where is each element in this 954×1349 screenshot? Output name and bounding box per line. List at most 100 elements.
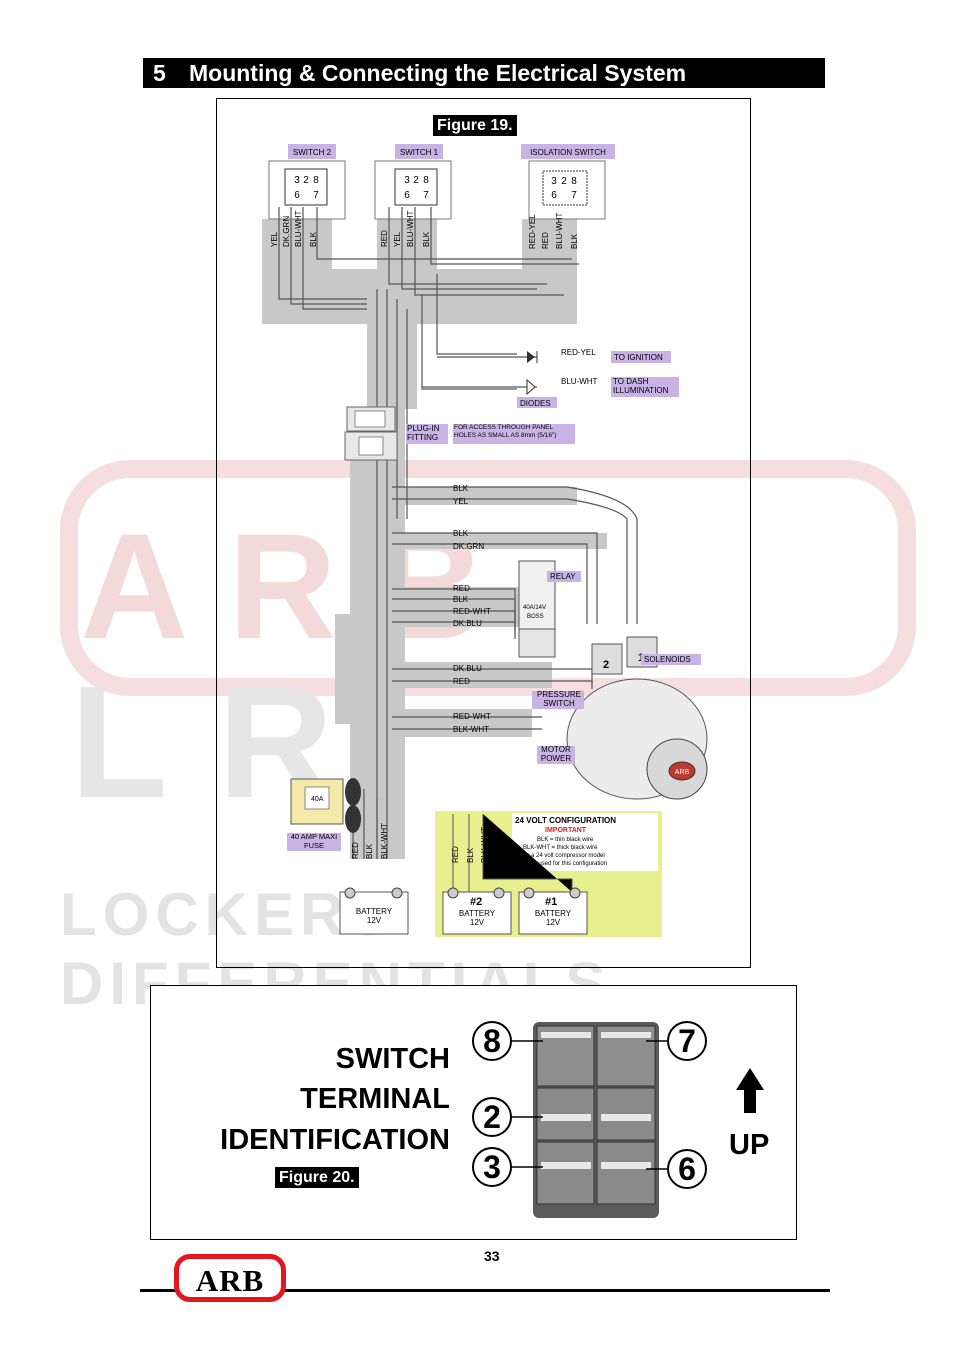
plug-in-fitting-tag: PLUG-IN FITTING xyxy=(407,424,440,442)
svg-text:BLK-WHT = thick black wire: BLK-WHT = thick black wire xyxy=(523,845,598,851)
svg-text:BLK-WHT: BLK-WHT xyxy=(380,823,389,859)
terminal-7: 7 xyxy=(678,1023,696,1059)
isolation-switch: ISOLATION SWITCH 3 2 8 6 7 xyxy=(521,144,615,220)
svg-text:2: 2 xyxy=(303,175,309,186)
switch-1-label: SWITCH 1 xyxy=(400,148,439,157)
fuse-rating: 40A xyxy=(311,796,324,803)
to-ignition-tag: TO IGNITION xyxy=(614,353,663,362)
figure-20-switch-terminals: SWITCH TERMINAL IDENTIFICATION Figure 20… xyxy=(150,985,797,1240)
svg-text:BLK: BLK xyxy=(422,231,431,247)
solenoids-tag: SOLENOIDS xyxy=(644,655,691,664)
svg-text:BATTERY: BATTERY xyxy=(459,909,496,918)
svg-text:RED: RED xyxy=(451,846,460,863)
svg-text:2: 2 xyxy=(413,175,419,186)
panel-access-tag: FOR ACCESS THROUGH PANEL HOLES AS SMALL … xyxy=(454,424,557,439)
svg-text:RED: RED xyxy=(351,842,360,859)
battery-12v: RED BLK BLK-WHT BATTERY 12V xyxy=(339,823,409,935)
switch-title-line-2: TERMINAL xyxy=(300,1083,450,1115)
24v-important: IMPORTANT xyxy=(545,827,587,834)
svg-text:BLK: BLK xyxy=(365,843,374,859)
svg-text:BLU-WHT: BLU-WHT xyxy=(406,210,415,247)
page-number: 33 xyxy=(484,1248,500,1264)
figure-20-label: Figure 20. xyxy=(275,1167,359,1188)
terminal-3: 3 xyxy=(483,1149,501,1185)
isolation-switch-label: ISOLATION SWITCH xyxy=(530,148,606,157)
terminal-2: 2 xyxy=(483,1099,501,1135)
plug-in-fitting: PLUG-IN FITTING FOR ACCESS THROUGH PANEL… xyxy=(344,406,575,461)
svg-text:BLU-WHT: BLU-WHT xyxy=(294,210,303,247)
svg-text:RED-YEL: RED-YEL xyxy=(528,214,537,249)
svg-text:YEL: YEL xyxy=(453,497,469,506)
relay: 40A/14V BOSS RELAY xyxy=(518,560,581,658)
arb-logo-text: ARB xyxy=(195,1263,265,1298)
svg-text:2: 2 xyxy=(561,176,567,187)
switch-title-line-3: IDENTIFICATION xyxy=(220,1124,450,1156)
watermark-top: ARB xyxy=(80,502,525,670)
up-label: UP xyxy=(729,1129,770,1161)
svg-text:RED: RED xyxy=(453,584,470,593)
footer-rule xyxy=(140,1289,830,1292)
section-number: 5 xyxy=(153,60,166,86)
svg-text:RED: RED xyxy=(453,677,470,686)
svg-text:Only a 24 volt compressor mode: Only a 24 volt compressor model xyxy=(517,853,605,859)
24v-configuration: 24 VOLT CONFIGURATION IMPORTANT BLK = th… xyxy=(435,811,662,937)
svg-text:RED-WHT: RED-WHT xyxy=(453,607,491,616)
svg-text:may be used for this configura: may be used for this configuration xyxy=(517,861,607,867)
motor-power-tag: MOTOR POWER xyxy=(540,745,572,763)
24v-title: 24 VOLT CONFIGURATION xyxy=(515,816,616,825)
svg-text:3: 3 xyxy=(551,176,557,187)
relay-code: BOSS xyxy=(527,614,544,620)
fuse-tag: 40 AMP MAXI FUSE xyxy=(290,832,338,850)
svg-text:BLU-WHT: BLU-WHT xyxy=(555,212,564,249)
svg-text:RED-WHT: RED-WHT xyxy=(453,712,491,721)
terminal-leader-lines xyxy=(511,1040,667,1170)
svg-text:12V: 12V xyxy=(546,918,561,927)
svg-text:BATTERY: BATTERY xyxy=(535,909,572,918)
terminal-8: 8 xyxy=(483,1023,501,1059)
pressure-switch-tag: PRESSURE SWITCH xyxy=(536,690,581,708)
solenoid-2: 2 xyxy=(603,659,609,671)
svg-text:BLK: BLK xyxy=(453,529,469,538)
terminal-6: 6 xyxy=(678,1151,696,1187)
switch-1: SWITCH 1 3 2 8 6 7 xyxy=(374,144,452,220)
maxi-fuse: 40A 40 AMP MAXI FUSE xyxy=(287,778,361,851)
svg-text:BLK: BLK xyxy=(453,595,469,604)
run-wire-labels: BLK YEL BLK DK.GRN RED BLK RED-WHT DK.BL… xyxy=(453,484,491,734)
svg-text:12V: 12V xyxy=(470,918,485,927)
svg-text:RED: RED xyxy=(380,230,389,247)
switch-back-svg: 8 2 3 7 6 xyxy=(472,1021,764,1218)
figure-19-label: Figure 19. xyxy=(433,115,517,136)
svg-text:7: 7 xyxy=(571,190,577,201)
ignition-wire-label: RED-YEL xyxy=(561,348,596,357)
compressor-logo: ARB xyxy=(675,769,690,776)
diodes-tag: DIODES xyxy=(520,399,551,408)
svg-text:6: 6 xyxy=(404,190,410,201)
svg-text:8: 8 xyxy=(423,175,429,186)
svg-text:8: 8 xyxy=(571,176,577,187)
svg-text:DK.BLU: DK.BLU xyxy=(453,664,482,673)
switch-title-line-1: SWITCH xyxy=(335,1043,450,1075)
svg-text:BLK: BLK xyxy=(570,233,579,249)
switch-2: SWITCH 2 3 2 8 6 7 xyxy=(268,144,346,220)
svg-text:YEL: YEL xyxy=(270,231,279,247)
relay-rating: 40A/14V xyxy=(523,605,546,611)
terminal-circles xyxy=(472,1021,707,1189)
svg-text:BLK: BLK xyxy=(466,847,475,863)
svg-text:YEL: YEL xyxy=(393,231,402,247)
arb-logo: ARB xyxy=(174,1254,286,1302)
watermark-middle: LR xyxy=(70,652,384,831)
svg-text:6: 6 xyxy=(551,190,557,201)
watermark-logo-ring xyxy=(60,460,916,696)
relay-tag: RELAY xyxy=(550,572,576,581)
switch-wire-labels: YEL DK.GRN BLU-WHT BLK RED YEL BLU-WHT B… xyxy=(270,210,579,249)
section-header: 5 Mounting & Connecting the Electrical S… xyxy=(143,58,825,88)
svg-text:BLK = thin black wire: BLK = thin black wire xyxy=(537,837,594,843)
svg-text:7: 7 xyxy=(423,190,429,201)
svg-text:8: 8 xyxy=(313,175,319,186)
compressor: 2 1 SOLENOIDS ARB PRESSURE SWITCH MOTOR … xyxy=(532,636,708,800)
switch-body xyxy=(533,1022,659,1218)
svg-text:12V: 12V xyxy=(367,916,382,925)
figure-19-wiring-diagram: Figure 19. SWITCH 2 3 2 8 6 7 xyxy=(216,98,751,968)
svg-text:7: 7 xyxy=(313,190,319,201)
svg-text:BLK-WHT: BLK-WHT xyxy=(453,725,489,734)
